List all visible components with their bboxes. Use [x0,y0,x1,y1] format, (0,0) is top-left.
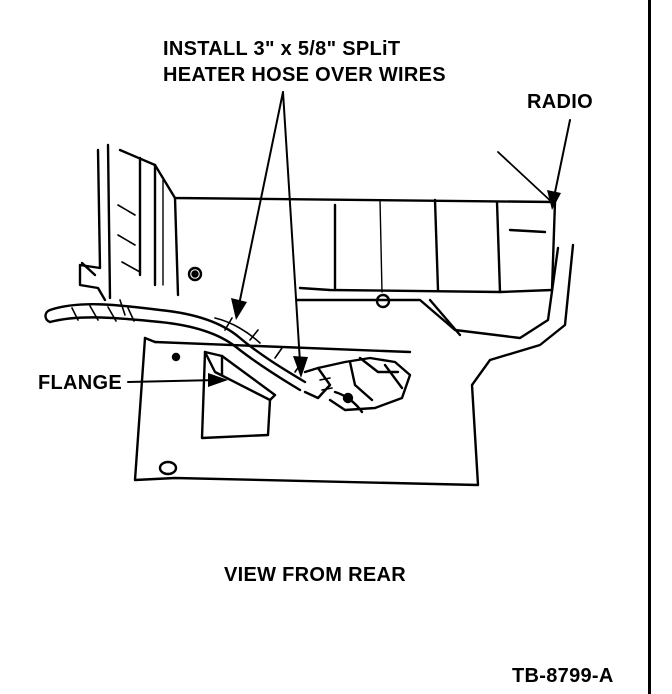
arrowhead-hose-right [293,356,308,378]
dash-left-wall [78,143,112,302]
hose-leader-right [282,91,301,363]
radio-leader [552,119,571,203]
view-caption: VIEW FROM REAR [224,564,406,586]
page-right-border [648,0,651,694]
flange-label: FLANGE [38,372,123,394]
leader-lines [127,91,571,383]
arrowhead-radio [547,190,561,210]
arrowhead-hose-left [231,298,247,320]
wire-harness [44,299,307,392]
flange-tab [200,350,277,440]
radio-body [117,148,557,309]
callout-hose-line-2: HEATER HOSE OVER WIRES [163,64,446,86]
callout-hose-line-1: INSTALL 3" x 5/8" SPLiT [163,38,401,60]
arrowhead-flange [208,373,228,387]
mounting-bracket [133,243,575,487]
radio-label: RADIO [527,91,593,113]
figure-id: TB-8799-A [512,665,614,687]
hose-leader-left [239,91,284,301]
flange-leader [127,379,219,383]
wire-connector [303,356,412,414]
